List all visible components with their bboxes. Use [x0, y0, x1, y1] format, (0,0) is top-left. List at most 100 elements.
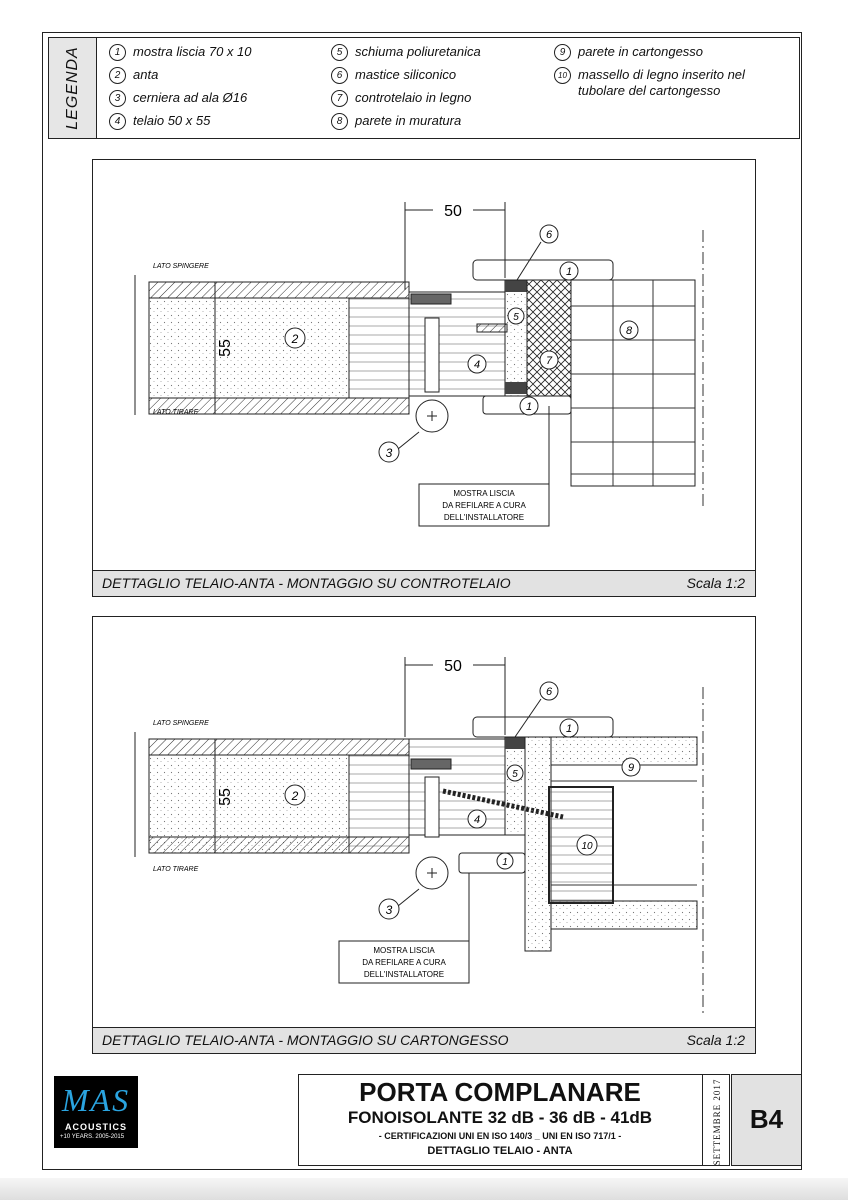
callout-2: 2: [284, 784, 306, 806]
subframe-controtelaio: [526, 279, 572, 397]
hinge-center-mark: [427, 868, 437, 878]
frame-telaio: [408, 291, 506, 397]
title-date-cell: SETTEMBRE 2017: [709, 1079, 725, 1166]
hinge-pin: [424, 317, 440, 393]
note-box: [418, 483, 550, 527]
legend-title: LEGENDA: [63, 46, 81, 130]
callout-1-bottom: 1: [496, 852, 514, 870]
callout-3: 3: [378, 431, 420, 463]
callout-6: 6: [516, 224, 559, 281]
detail-panel-controtelaio: 50 55 LATO SPINGERE LATO TIRARE 1 1 2 3 …: [92, 159, 756, 597]
svg-text:6: 6: [546, 229, 553, 241]
title-block: PORTA COMPLANARE FONOISOLANTE 32 dB - 36…: [298, 1074, 730, 1166]
callout-3: 3: [378, 888, 420, 920]
note-line-3: DELL'INSTALLATORE: [444, 513, 524, 522]
svg-text:1: 1: [566, 723, 572, 735]
note-line-3: DELL'INSTALLATORE: [364, 970, 444, 979]
title-line-4: DETTAGLIO TELAIO - ANTA: [427, 1145, 573, 1157]
sheet-code: B4: [731, 1074, 802, 1166]
note-box: [338, 940, 470, 984]
logo-mark: MAS: [61, 1082, 131, 1118]
callout-8: 8: [619, 320, 639, 340]
trim-mostra-top: [472, 259, 614, 281]
dim-top-label: 50: [444, 203, 462, 220]
svg-text:4: 4: [474, 814, 480, 826]
silicone-top: [505, 280, 527, 292]
panel-caption: DETTAGLIO TELAIO-ANTA - MONTAGGIO SU CAR…: [102, 1032, 509, 1048]
logo-years: +10 YEARS. 2005-2015: [60, 1134, 125, 1140]
panel-caption-bar: DETTAGLIO TELAIO-ANTA - MONTAGGIO SU CAR…: [93, 1027, 755, 1053]
panel-scale: Scala 1:2: [686, 575, 745, 591]
note-line-1: MOSTRA LISCIA: [453, 489, 515, 498]
panel-scale: Scala 1:2: [686, 1032, 745, 1048]
svg-text:4: 4: [474, 359, 480, 371]
callout-4: 4: [467, 809, 487, 829]
leaf-bottom-skin: [148, 397, 410, 415]
svg-text:9: 9: [628, 762, 634, 774]
drawing-sheet-border: [42, 32, 802, 1170]
drywall-wall: [524, 736, 698, 952]
svg-text:1: 1: [502, 857, 508, 868]
dim-top-label: 50: [444, 658, 462, 675]
note-line-2: DA REFILARE A CURA: [362, 958, 446, 967]
svg-text:3: 3: [386, 446, 393, 460]
title-line-2: FONOISOLANTE 32 dB - 36 dB - 41dB: [347, 1108, 653, 1127]
svg-text:8: 8: [626, 325, 633, 337]
lato-spingere-label: LATO SPINGERE: [153, 720, 209, 727]
hinge-wing: [476, 323, 508, 333]
logo-name: ACOUSTICS: [64, 1122, 127, 1132]
callout-2: 2: [284, 327, 306, 349]
svg-text:2: 2: [291, 332, 299, 346]
callout-7: 7: [539, 350, 559, 370]
svg-text:3: 3: [386, 903, 393, 917]
callout-5: 5: [506, 764, 524, 782]
trim-mostra-top: [472, 716, 614, 738]
page-bottom-edge: [0, 1178, 848, 1200]
lato-tirare-label: LATO TIRARE: [153, 409, 199, 416]
svg-text:7: 7: [546, 355, 553, 367]
title-line-3: - CERTIFICAZIONI UNI EN ISO 140/3 _ UNI …: [378, 1131, 622, 1141]
callout-1-top: 1: [559, 718, 579, 738]
dim-side-label: 55: [217, 788, 234, 806]
trim-mostra-bottom: [458, 852, 526, 874]
note-line-1: MOSTRA LISCIA: [373, 946, 435, 955]
masonry-wall: [570, 279, 696, 487]
leaf-bottom-skin: [148, 836, 410, 854]
svg-text:2: 2: [291, 789, 299, 803]
dim-side-label: 55: [217, 339, 234, 357]
leaf-core: [148, 297, 350, 399]
callout-1-bottom: 1: [519, 396, 539, 416]
title-date: SETTEMBRE 2017: [712, 1078, 722, 1166]
silicone-bottom: [505, 382, 527, 394]
callout-9: 9: [621, 757, 641, 777]
panel-caption-bar: DETTAGLIO TELAIO-ANTA - MONTAGGIO SU CON…: [93, 570, 755, 596]
leaf-top-skin: [148, 281, 410, 299]
callout-4: 4: [467, 354, 487, 374]
company-logo: MAS ACOUSTICS +10 YEARS. 2005-2015: [54, 1076, 138, 1148]
lato-tirare-label: LATO TIRARE: [153, 866, 199, 873]
hinge-center-mark: [427, 411, 437, 421]
detail-panel-cartongesso: 50 55 LATO SPINGERE LATO TIRARE 1 1 2 3 …: [92, 616, 756, 1054]
silicone-top: [505, 737, 525, 749]
detail-drawing-cartongesso: 50 55 LATO SPINGERE LATO TIRARE 1 1 2 3 …: [134, 657, 704, 1017]
panel-caption: DETTAGLIO TELAIO-ANTA - MONTAGGIO SU CON…: [102, 575, 511, 591]
svg-text:6: 6: [546, 686, 553, 698]
lato-spingere-label: LATO SPINGERE: [153, 263, 209, 270]
callout-10: 10: [576, 834, 598, 856]
callout-1-top: 1: [559, 261, 579, 281]
hinge-plate: [410, 758, 452, 770]
foam-fill: [504, 279, 528, 397]
title-divider: [702, 1075, 703, 1165]
callout-6: 6: [514, 681, 559, 738]
hinge-plate: [410, 293, 452, 305]
